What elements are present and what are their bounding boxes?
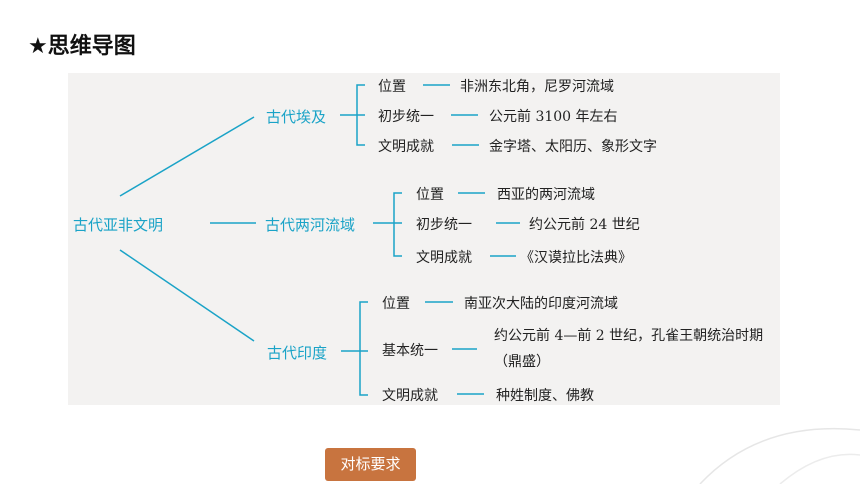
india-value-achievements: 种姓制度、佛教 [496,388,594,404]
page-title: ★思维导图 [28,34,136,59]
egypt-label-unification: 初步统一 [378,109,434,125]
egypt-value-location: 非洲东北角，尼罗河流域 [460,79,614,95]
india-label-achievements: 文明成就 [382,388,438,404]
branch-node-egypt: 古代埃及 [266,108,327,126]
india-value-unification: 约公元前 4—前 2 世纪，孔雀王朝统治时期（鼎盛） [494,328,764,370]
india-label-location: 位置 [382,296,410,312]
egypt-label-achievements: 文明成就 [378,139,434,155]
branch-node-india: 古代印度 [267,344,328,362]
mind-map-panel: 古代亚非文明 古代埃及 位置 非洲东北角，尼罗河流域 初步统一 公元前 3100… [68,73,780,405]
meso-label-unification: 初步统一 [416,217,472,233]
meso-value-unification: 约公元前 24 世纪 [529,217,640,233]
egypt-value-unification: 公元前 3100 年左右 [489,109,618,125]
meso-label-achievements: 文明成就 [416,250,472,266]
egypt-value-achievements: 金字塔、太阳历、象形文字 [489,139,657,155]
mind-map-lines [119,84,520,396]
egypt-label-location: 位置 [378,79,406,95]
india-value-location: 南亚次大陆的印度河流域 [464,296,618,312]
root-node: 古代亚非文明 [73,216,164,234]
meso-label-location: 位置 [416,187,444,203]
benchmark-requirements-button[interactable]: 对标要求 [325,448,416,481]
branch-node-mesopotamia: 古代两河流域 [265,216,356,234]
meso-value-location: 西亚的两河流域 [497,187,595,203]
india-label-unification: 基本统一 [382,343,438,359]
meso-value-achievements: 《汉谟拉比法典》 [520,250,632,266]
